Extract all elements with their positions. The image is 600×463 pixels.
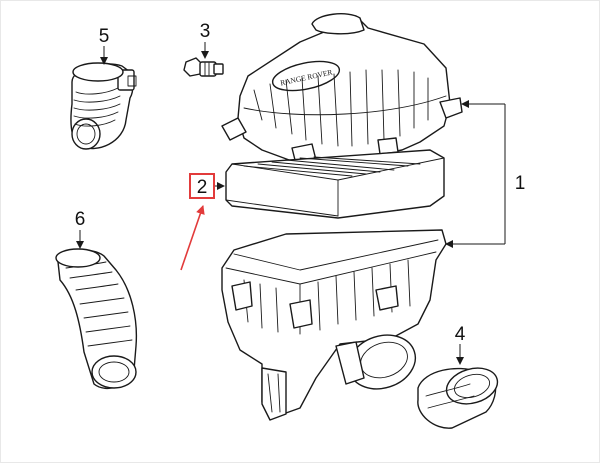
callout-5: 5 xyxy=(99,26,110,47)
callout-3: 3 xyxy=(200,21,211,42)
part-3-bolt[interactable] xyxy=(183,57,224,77)
callout-2: 2 xyxy=(197,177,208,198)
callout-6: 6 xyxy=(75,209,86,230)
callout-1: 1 xyxy=(515,173,526,194)
callout-4: 4 xyxy=(455,324,466,345)
callout-2-highlight-box xyxy=(189,173,215,199)
part-4-coupler[interactable] xyxy=(417,362,502,429)
part-5-airflow-sensor[interactable] xyxy=(70,62,137,150)
part-1-lower-housing[interactable] xyxy=(221,229,447,421)
part-6-intake-duct[interactable] xyxy=(55,248,138,389)
callout-1-bracket xyxy=(445,100,506,248)
part-2-air-filter[interactable] xyxy=(225,149,445,219)
highlight-arrow xyxy=(180,205,205,271)
part-1-upper-housing[interactable]: RANGE ROVER xyxy=(221,13,463,167)
